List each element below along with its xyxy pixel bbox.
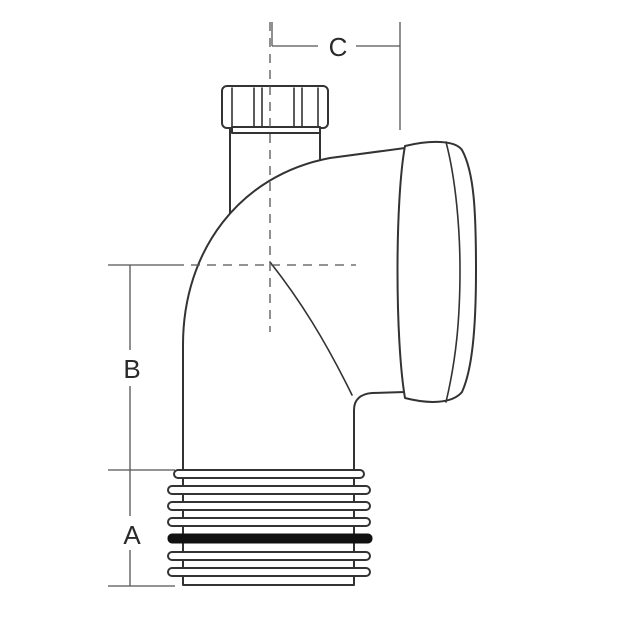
dimension-b: B [108,264,175,470]
ribbed-spigot [167,469,373,586]
spigot-seal-band [167,533,373,544]
spigot-rib-2 [167,485,371,495]
outlet-socket [396,140,477,403]
bend-body [182,147,406,473]
spigot-rib-6 [167,567,371,577]
outlet-socket-body [396,140,477,403]
outlet-socket-rim [445,141,461,403]
dimension-c: C [271,22,401,130]
dimension-a-label: A [123,520,141,550]
dimension-c-label: C [329,32,348,62]
spigot-rib-4 [167,517,371,527]
vent-cap [221,85,329,134]
spigot-rib-3 [167,501,371,511]
spigot-rib-1 [173,469,365,479]
dimension-a: A [108,469,175,587]
vent-cap-body [221,85,329,129]
dimension-b-label: B [123,354,140,384]
vent-cap-collar [231,126,321,134]
spigot-rib-5 [167,551,371,561]
bend-inner-curve [269,261,353,396]
